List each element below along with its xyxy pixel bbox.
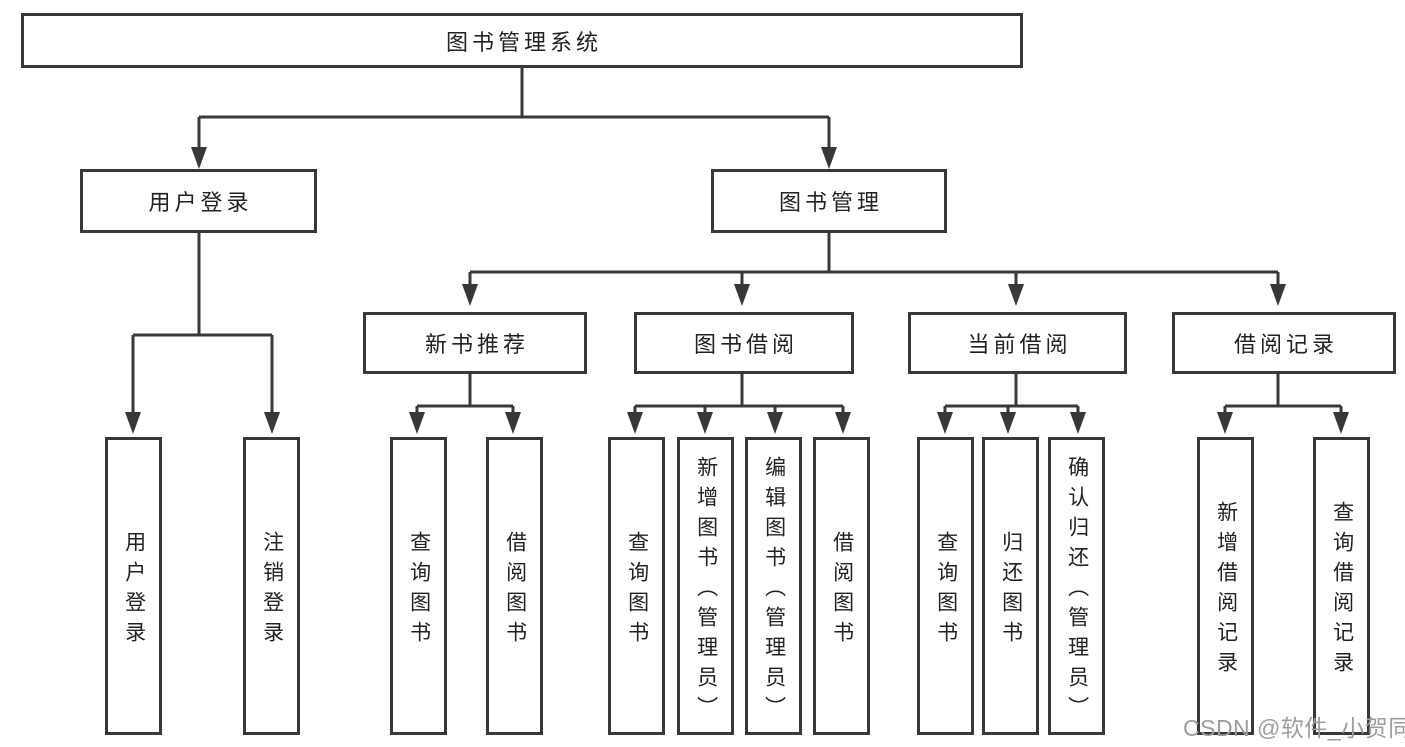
node-root-label: 图书管理系统 — [445, 29, 602, 55]
leaf-borrow-books-recommend: 借阅图书 — [486, 437, 543, 735]
leaf-query-books-recommend-label: 查询图书 — [407, 530, 431, 651]
leaf-logout-login: 注销登录 — [243, 437, 300, 735]
leaf-user-login-label: 用户登录 — [122, 530, 146, 651]
leaf-query-books-recommend: 查询图书 — [390, 437, 447, 735]
node-root-system: 图书管理系统 — [21, 13, 1023, 68]
leaf-return-books: 归还图书 — [982, 437, 1039, 735]
connector-records-to-leaves — [1217, 374, 1349, 434]
node-user-login-branch-label: 用户登录 — [148, 190, 253, 215]
leaf-user-login: 用户登录 — [105, 437, 162, 735]
node-new-book-recommend-label: 新书推荐 — [424, 332, 529, 357]
node-current-borrowing-label: 当前借阅 — [967, 332, 1072, 357]
leaf-query-borrow-record: 查询借阅记录 — [1313, 437, 1370, 735]
leaf-edit-books-admin-label: 编辑图书（管理员） — [762, 455, 786, 726]
leaf-borrow-books-borrowing: 借阅图书 — [813, 437, 870, 735]
node-book-management-branch: 图书管理 — [711, 169, 947, 233]
connector-root-to-level2 — [191, 68, 837, 169]
connector-current-to-leaves — [937, 374, 1086, 434]
connector-bookmgmt-to-level3 — [462, 233, 1286, 306]
leaf-query-books-borrowing-label: 查询图书 — [625, 530, 649, 651]
node-book-borrowing-label: 图书借阅 — [693, 332, 798, 357]
leaf-add-borrow-record-label: 新增借阅记录 — [1214, 500, 1238, 681]
leaf-query-borrow-record-label: 查询借阅记录 — [1330, 500, 1354, 681]
leaf-logout-login-label: 注销登录 — [260, 530, 284, 651]
leaf-query-books-current-label: 查询图书 — [934, 530, 958, 651]
leaf-confirm-return-admin-label: 确认归还（管理员） — [1065, 455, 1089, 726]
leaf-edit-books-admin: 编辑图书（管理员） — [745, 437, 802, 735]
leaf-confirm-return-admin: 确认归还（管理员） — [1048, 437, 1105, 735]
leaf-return-books-label: 归还图书 — [999, 530, 1023, 651]
connector-userlogin-to-leaves — [125, 233, 280, 434]
leaf-add-borrow-record: 新增借阅记录 — [1197, 437, 1254, 735]
node-user-login-branch: 用户登录 — [80, 169, 317, 233]
leaf-borrow-books-borrowing-label: 借阅图书 — [830, 530, 854, 651]
csdn-watermark: CSDN @软件_小贺同学 — [1183, 715, 1405, 741]
leaf-add-books-admin: 新增图书（管理员） — [677, 437, 734, 735]
connector-recommend-to-leaves — [409, 374, 521, 434]
connector-borrowing-to-leaves — [627, 374, 851, 434]
node-book-management-branch-label: 图书管理 — [778, 190, 883, 215]
leaf-query-books-borrowing: 查询图书 — [608, 437, 665, 735]
node-borrowing-records-label: 借阅记录 — [1233, 332, 1338, 357]
node-book-borrowing: 图书借阅 — [634, 312, 854, 374]
leaf-add-books-admin-label: 新增图书（管理员） — [694, 455, 718, 726]
node-borrowing-records: 借阅记录 — [1172, 312, 1396, 374]
node-new-book-recommend: 新书推荐 — [363, 312, 587, 374]
node-current-borrowing: 当前借阅 — [908, 312, 1127, 374]
leaf-query-books-current: 查询图书 — [917, 437, 974, 735]
leaf-borrow-books-recommend-label: 借阅图书 — [503, 530, 527, 651]
